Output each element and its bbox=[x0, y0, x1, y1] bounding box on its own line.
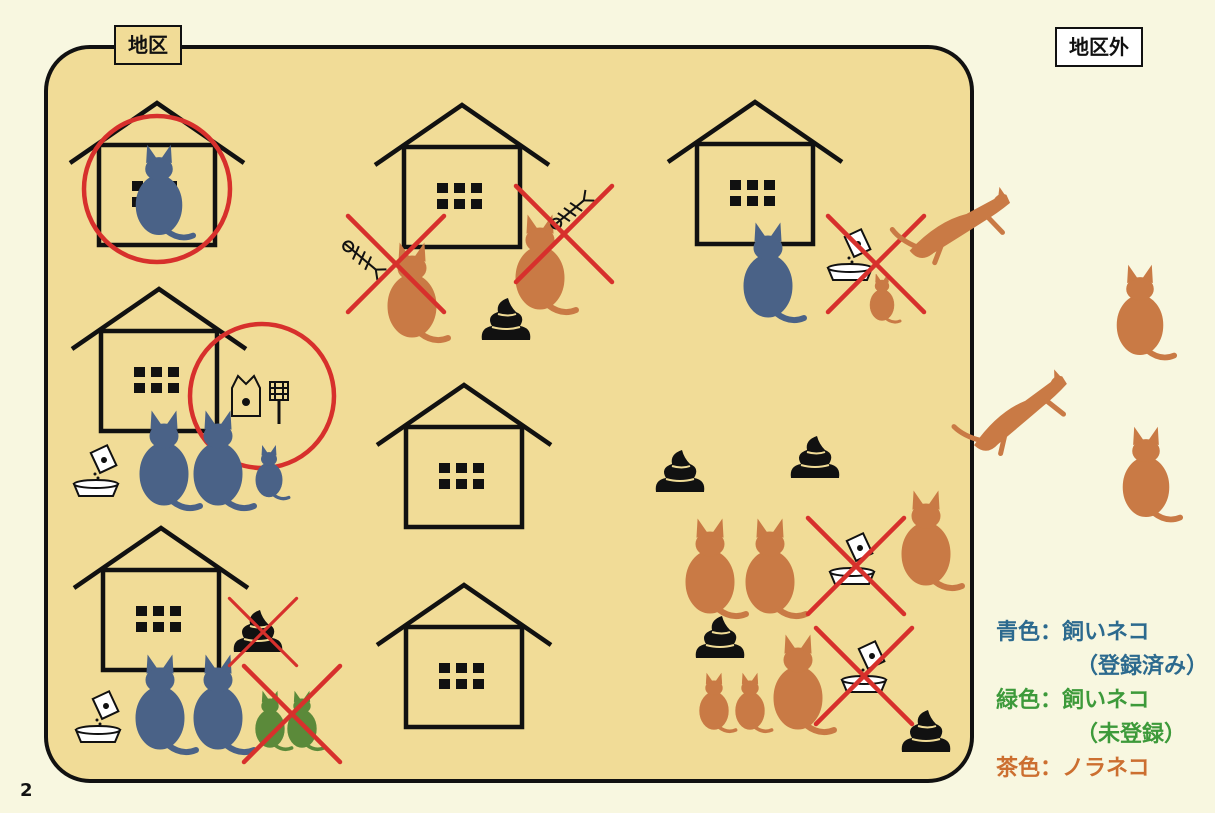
legend-stray: 茶色：ノラネコ bbox=[996, 756, 1150, 781]
legend-unregistered: 緑色：飼いネコ bbox=[996, 688, 1150, 713]
page-number: 2 bbox=[20, 780, 33, 801]
legend-unregistered-note: （未登録） bbox=[1076, 722, 1187, 747]
outside-district-label: 地区外 bbox=[1055, 27, 1143, 67]
legend-registered: 青色：飼いネコ bbox=[996, 620, 1150, 645]
poop-scoop-icon bbox=[269, 381, 289, 424]
district-label: 地区 bbox=[114, 25, 182, 65]
legend-registered-note: （登録済み） bbox=[1076, 654, 1209, 679]
poop-bag-icon bbox=[231, 374, 261, 417]
ok-circle-indoor bbox=[81, 113, 233, 265]
legend: 青色：飼いネコ （登録済み） 緑色：飼いネコ （未登録） 茶色：ノラネコ bbox=[996, 616, 1208, 786]
